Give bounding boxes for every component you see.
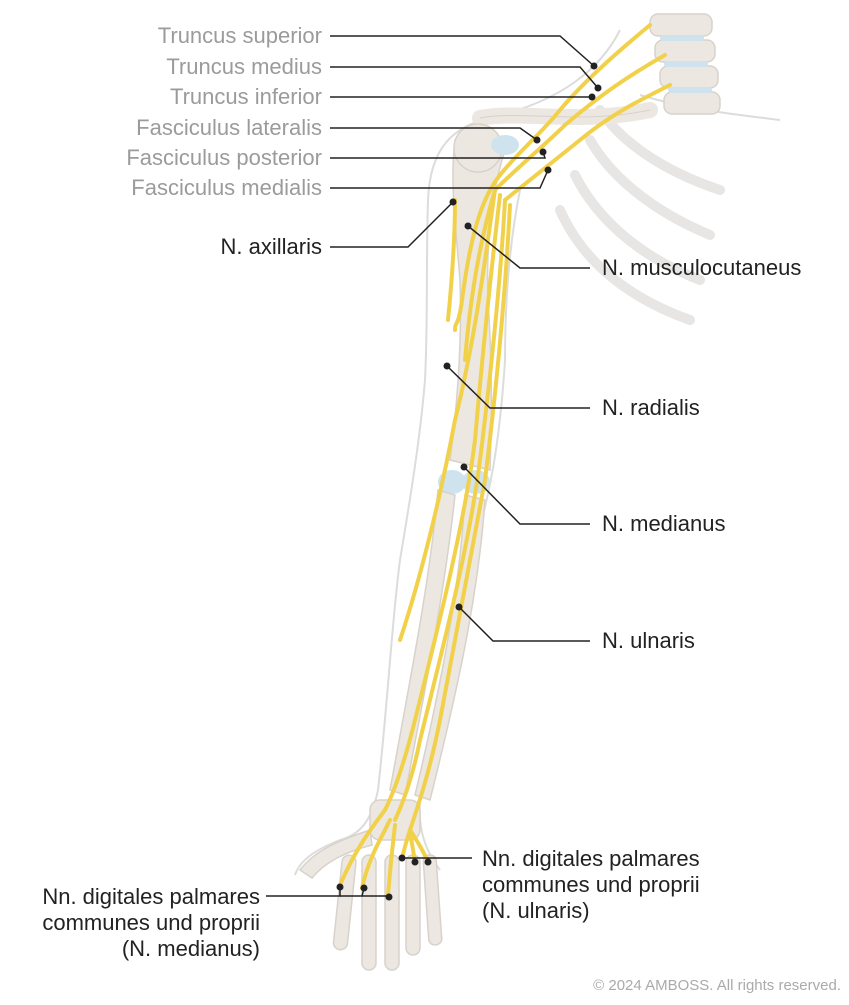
label-fasciculus-medialis: Fasciculus medialis [131,175,322,200]
intervertebral-discs [660,35,712,93]
label-n-radialis: N. radialis [602,395,700,420]
hand-bones [298,799,443,971]
label-truncus-inferior: Truncus inferior [169,84,322,109]
label-truncus-superior: Truncus superior [157,23,322,48]
leader-dots [336,62,602,901]
label-digitales-ulnaris-line3: (N. ulnaris) [482,898,590,923]
copyright-notice: © 2024 AMBOSS. All rights reserved. [593,977,841,994]
label-digitales-medianus-line1: Nn. digitales palmares [42,884,260,909]
label-n-medianus: N. medianus [602,511,726,536]
label-truncus-medius: Truncus medius [166,54,322,79]
label-n-ulnaris: N. ulnaris [602,628,695,653]
rib-cage [555,105,725,325]
label-digitales-ulnaris-line1: Nn. digitales palmares [482,846,700,871]
label-fasciculus-lateralis: Fasciculus lateralis [136,115,322,140]
leader-lines [266,35,599,898]
skin-outline [294,29,781,876]
nerves [338,23,672,897]
label-n-musculocutaneus: N. musculocutaneus [602,255,802,280]
label-fasciculus-posterior: Fasciculus posterior [126,145,322,170]
label-digitales-medianus-line2: communes und proprii [42,910,260,935]
label-digitales-ulnaris-line2: communes und proprii [482,872,700,897]
label-digitales-medianus-line3: (N. medianus) [121,936,260,961]
label-n-axillaris: N. axillaris [220,234,322,259]
